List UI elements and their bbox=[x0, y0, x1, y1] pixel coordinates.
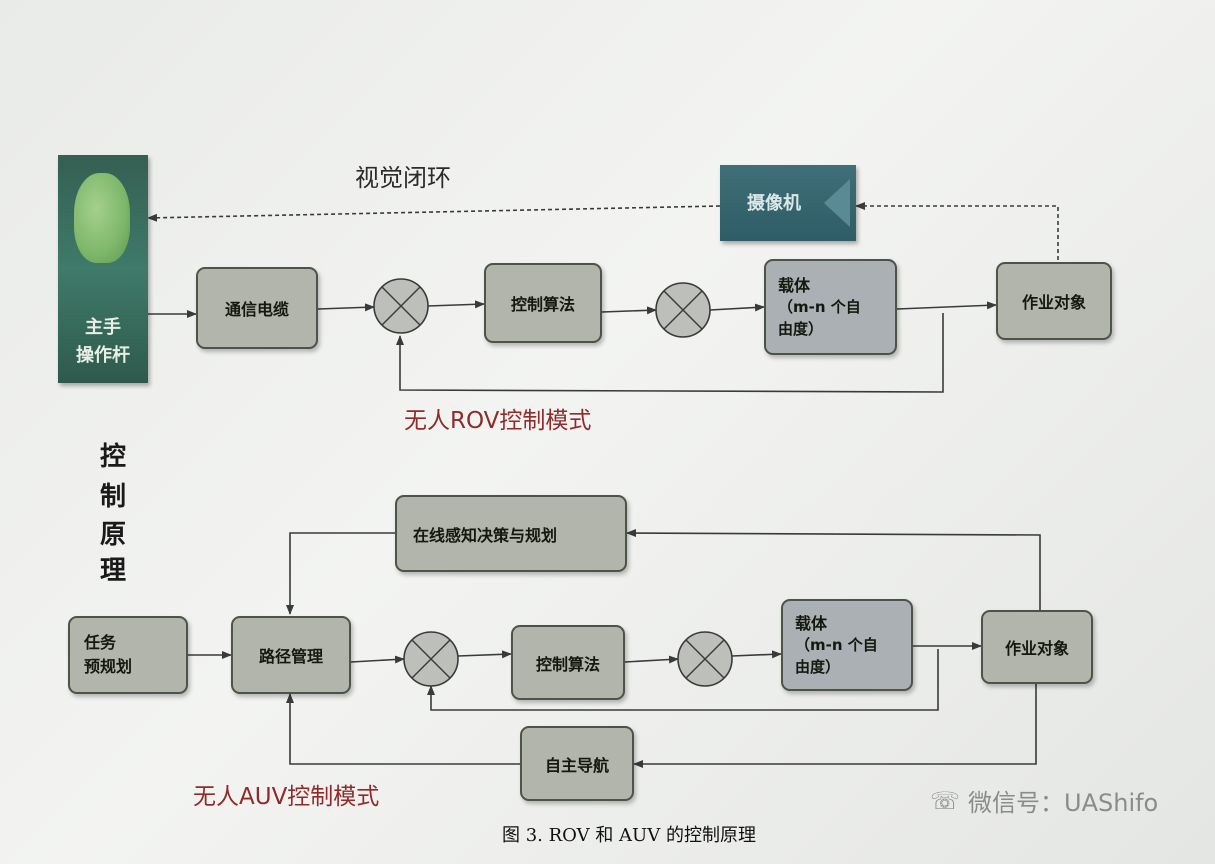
rov-target-box: 作业对象 bbox=[996, 262, 1112, 340]
auv-planning-box: 在线感知决策与规划 bbox=[395, 495, 627, 572]
rov-arrow-sum1-to-algorithm bbox=[427, 300, 485, 309]
rov-cable-box: 通信电缆 bbox=[196, 267, 318, 349]
rov-summing-junction-1 bbox=[373, 278, 429, 334]
auv-arrow-planning-to-path bbox=[286, 532, 395, 615]
watermark-text: 微信号：UAShifo bbox=[968, 789, 1159, 817]
side-label-char-3: 原 bbox=[100, 520, 127, 550]
auv-vehicle-sub2: 由度） bbox=[795, 657, 841, 676]
rov-arrow-algorithm-to-sum2 bbox=[601, 306, 657, 315]
camera-label: 摄像机 bbox=[747, 193, 801, 214]
auv-target-box: 作业对象 bbox=[981, 610, 1093, 684]
rov-vehicle-sub2: 由度） bbox=[778, 319, 824, 338]
auv-arrow-target-to-planning bbox=[626, 529, 1041, 610]
auv-summing-junction-1 bbox=[403, 631, 459, 687]
rov-vehicle-sub1: （m-n 个自 bbox=[778, 297, 861, 316]
rov-arrow-cable-to-sum1 bbox=[317, 303, 375, 312]
auv-arrow-algorithm-to-sum2 bbox=[624, 655, 679, 664]
operator-joystick-panel: 主手 操作杆 bbox=[58, 155, 148, 383]
vision-loop-arrow-to-camera bbox=[855, 202, 1059, 260]
operator-label-line1: 主手 bbox=[85, 317, 121, 338]
watermark: ☏ 微信号：UAShifo bbox=[930, 783, 1158, 818]
auv-vehicle-box: 载体 （m-n 个自 由度） bbox=[781, 599, 913, 691]
side-label-char-4: 理 bbox=[100, 556, 127, 586]
rov-vehicle-title: 载体 bbox=[778, 275, 811, 295]
auv-arrow-navigation-to-path bbox=[286, 693, 520, 765]
rov-control-algorithm-box: 控制算法 bbox=[484, 263, 602, 343]
rov-feedback-line bbox=[396, 313, 944, 393]
vision-loop-arrow-to-operator bbox=[147, 205, 721, 222]
auv-control-algorithm-box: 控制算法 bbox=[511, 625, 625, 700]
auv-task-box: 任务 预规划 bbox=[68, 616, 188, 694]
side-label-char-2: 制 bbox=[100, 482, 127, 512]
auv-vehicle-title: 载体 bbox=[795, 613, 828, 633]
auv-arrow-path-to-sum1 bbox=[350, 655, 405, 664]
auv-path-management-box: 路径管理 bbox=[231, 616, 351, 694]
operator-head-icon bbox=[74, 173, 130, 263]
auv-navigation-box: 自主导航 bbox=[520, 726, 634, 801]
rov-arrow-vehicle-to-target bbox=[896, 301, 997, 310]
camera-icon bbox=[824, 179, 850, 227]
operator-label-line2: 操作杆 bbox=[76, 345, 130, 366]
auv-summing-junction-2 bbox=[677, 631, 733, 687]
side-label-char-1: 控 bbox=[100, 442, 127, 472]
auv-task-line1: 任务 bbox=[84, 633, 117, 652]
auv-mode-label: 无人AUV控制模式 bbox=[193, 784, 380, 810]
rov-mode-label: 无人ROV控制模式 bbox=[404, 408, 592, 434]
rov-summing-junction-2 bbox=[655, 282, 711, 338]
auv-inner-feedback-line bbox=[427, 649, 939, 711]
wechat-icon: ☏ bbox=[930, 786, 961, 815]
rov-arrow-sum2-to-vehicle bbox=[709, 303, 765, 312]
rov-vehicle-box: 载体 （m-n 个自 由度） bbox=[764, 259, 897, 355]
auv-arrow-sum1-to-algorithm bbox=[457, 650, 512, 659]
auv-task-line2: 预规划 bbox=[84, 657, 133, 676]
camera-panel: 摄像机 bbox=[720, 165, 856, 241]
vision-loop-label: 视觉闭环 bbox=[355, 164, 451, 192]
auv-arrow-sum2-to-vehicle bbox=[731, 650, 782, 659]
figure-caption: 图 3. ROV 和 AUV 的控制原理 bbox=[502, 825, 756, 846]
auv-arrow-target-to-navigation bbox=[633, 684, 1037, 768]
auv-vehicle-sub1: （m-n 个自 bbox=[795, 635, 878, 654]
